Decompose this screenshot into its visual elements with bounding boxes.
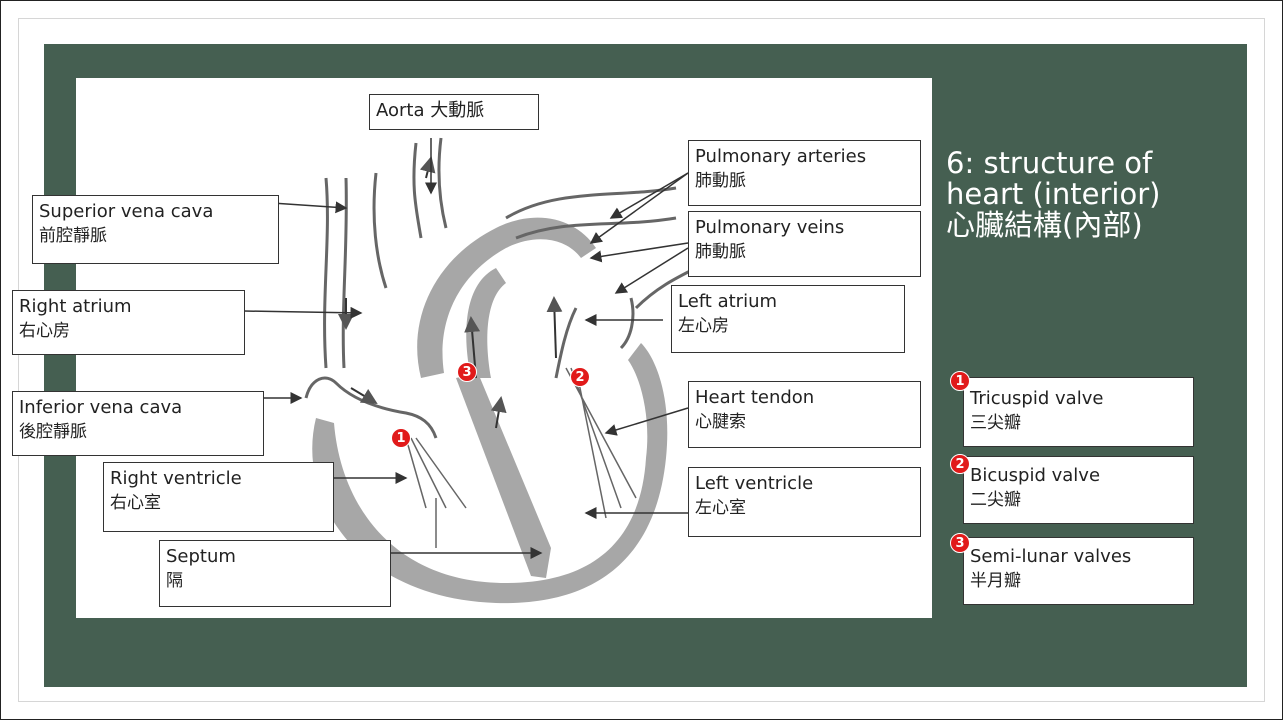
legend-badge-1: 1 (950, 371, 970, 391)
legend-tricuspid: Tricuspid valve 三尖瓣 (963, 377, 1194, 447)
flow-arrow (554, 298, 556, 358)
label-pulmonary-arteries: Pulmonary arteries 肺動脈 (688, 140, 921, 206)
slide-title-line1: 6: structure of (946, 148, 1246, 179)
label-pulmonary-veins: Pulmonary veins 肺動脈 (688, 211, 921, 277)
label-inferior-vena-cava-zh: 後腔靜脈 (19, 420, 257, 445)
pointer-superior-vena-cava (272, 203, 346, 208)
legend-tricuspid-zh: 三尖瓣 (970, 411, 1187, 436)
label-superior-vena-cava-zh: 前腔靜脈 (39, 224, 272, 249)
slide-title-line3: 心臟結構(內部) (946, 210, 1246, 241)
label-septum: Septum 隔 (159, 540, 391, 607)
pointer-pulmonary-arteries-2 (591, 173, 688, 243)
label-right-ventricle-en: Right ventricle (110, 466, 327, 491)
label-pulmonary-veins-en: Pulmonary veins (695, 215, 914, 240)
septum-wall (456, 373, 551, 578)
pointer-pulmonary-veins-1 (591, 243, 688, 258)
label-pulmonary-arteries-en: Pulmonary arteries (695, 144, 914, 169)
label-heart-tendon-zh: 心腱索 (695, 410, 914, 435)
label-heart-tendon: Heart tendon 心腱索 (688, 381, 921, 448)
chordae-right (406, 438, 466, 548)
label-left-atrium-en: Left atrium (678, 289, 898, 314)
label-septum-en: Septum (166, 544, 384, 569)
label-inferior-vena-cava-en: Inferior vena cava (19, 395, 257, 420)
left-atrium-wall (556, 298, 633, 378)
aorta-vessel (417, 218, 596, 378)
legend-bicuspid-zh: 二尖瓣 (970, 488, 1187, 513)
label-left-ventricle-zh: 左心室 (695, 496, 914, 521)
label-aorta: Aorta 大動脈 (369, 94, 539, 130)
label-pulmonary-veins-zh: 肺動脈 (695, 240, 914, 265)
legend-bicuspid: Bicuspid valve 二尖瓣 (963, 456, 1194, 524)
chordae-left (566, 368, 636, 518)
label-septum-zh: 隔 (166, 569, 384, 594)
label-superior-vena-cava: Superior vena cava 前腔靜脈 (32, 195, 279, 264)
marker-bicuspid: 2 (570, 367, 590, 387)
label-inferior-vena-cava: Inferior vena cava 後腔靜脈 (12, 391, 264, 456)
legend-bicuspid-en: Bicuspid valve (970, 463, 1187, 488)
pointer-pulmonary-arteries-1 (611, 173, 688, 218)
label-right-atrium-zh: 右心房 (19, 319, 238, 344)
legend-badge-3: 3 (950, 533, 970, 553)
label-left-ventricle-en: Left ventricle (695, 471, 914, 496)
legend-semilunar: Semi-lunar valves 半月瓣 (963, 537, 1194, 605)
label-right-ventricle: Right ventricle 右心室 (103, 462, 334, 532)
slide-title-line2: heart (interior) (946, 179, 1246, 210)
label-aorta-text: Aorta 大動脈 (376, 98, 532, 123)
label-right-ventricle-zh: 右心室 (110, 491, 327, 516)
slide-title: 6: structure of heart (interior) 心臟結構(內部… (946, 148, 1246, 241)
label-right-atrium-en: Right atrium (19, 294, 238, 319)
legend-badge-2: 2 (950, 454, 970, 474)
label-pulmonary-arteries-zh: 肺動脈 (695, 169, 914, 194)
marker-semilunar: 3 (457, 362, 477, 382)
label-right-atrium: Right atrium 右心房 (12, 290, 245, 355)
label-left-atrium: Left atrium 左心房 (671, 285, 905, 353)
marker-tricuspid: 1 (391, 428, 411, 448)
label-superior-vena-cava-en: Superior vena cava (39, 199, 272, 224)
pulmonary-vessels (506, 188, 696, 308)
label-left-atrium-zh: 左心房 (678, 314, 898, 339)
legend-semilunar-en: Semi-lunar valves (970, 544, 1187, 569)
legend-semilunar-zh: 半月瓣 (970, 569, 1187, 594)
label-heart-tendon-en: Heart tendon (695, 385, 914, 410)
label-left-ventricle: Left ventricle 左心室 (688, 467, 921, 537)
aorta-top-lines (374, 138, 446, 288)
legend-tricuspid-en: Tricuspid valve (970, 386, 1187, 411)
